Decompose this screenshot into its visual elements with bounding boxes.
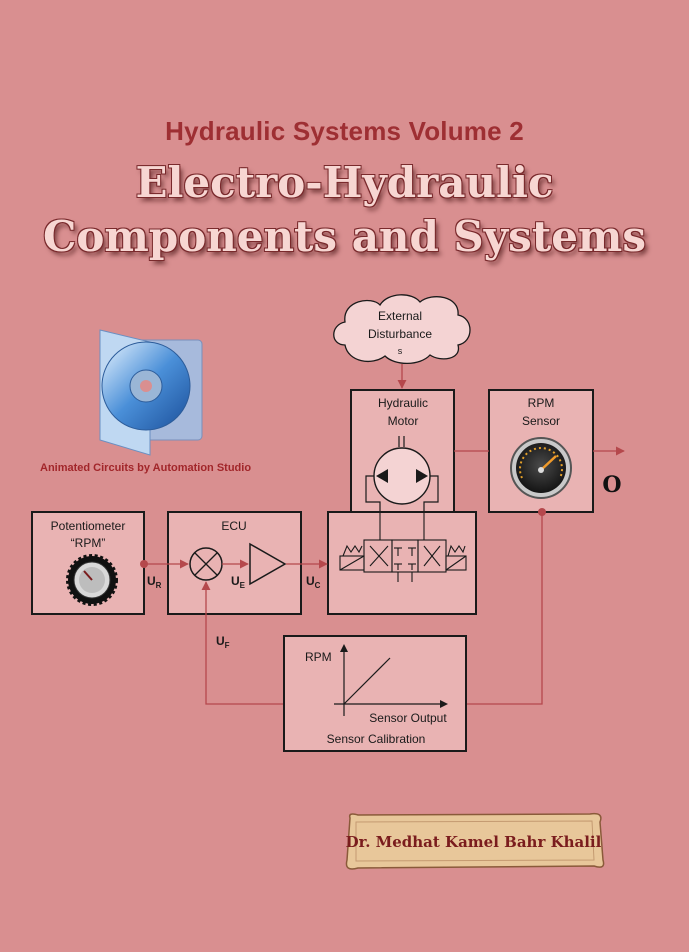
ur-label: UR [147,574,162,590]
author-name: Dr. Medhat Kamel Bahr Khalil [345,833,602,851]
uf-label: UF [216,634,230,650]
cloud-label-2: Disturbance [368,327,432,341]
potentiometer-knob-icon [66,554,118,606]
cd-caption: Animated Circuits by Automation Studio [40,462,252,474]
potentiometer-label-1: Potentiometer [51,519,126,533]
ue-label: UE [231,574,246,590]
calibration-graph [334,644,448,716]
author-banner [345,812,605,870]
proportional-valve-box [327,511,477,615]
feedback-line-left [201,581,284,705]
calib-title: Sensor Calibration [327,732,426,746]
uc-label: UC [306,574,321,590]
calib-x-label: Sensor Output [369,711,447,725]
rpm-sensor-label-2: Sensor [522,414,560,428]
main-title-line1: Electro-Hydraulic [135,158,554,207]
rpm-sensor-label-1: RPM [528,396,555,410]
potentiometer-label-2: “RPM” [71,536,106,550]
speedometer-icon [510,437,572,499]
cd-icon [99,329,203,456]
calib-y-label: RPM [305,650,332,664]
cloud-label-3: s [398,346,403,356]
cloud-label-1: External [378,309,422,323]
output-symbol: O [602,472,621,498]
sensor-calibration-box [283,635,467,752]
feedback-line-right [466,512,543,705]
proportional-valve-symbol [339,530,467,582]
summing-junction-icon [189,547,223,581]
ecu-label: ECU [221,519,246,533]
series-title: Hydraulic Systems Volume 2 [165,116,524,146]
motor-label-1: Hydraulic [378,396,428,410]
hydraulic-motor-symbol [365,436,439,512]
motor-label-2: Motor [388,414,419,428]
main-title-line2: Components and Systems [42,212,647,261]
amplifier-icon [249,542,287,586]
external-disturbance-cloud: External Disturbance s [333,294,471,365]
